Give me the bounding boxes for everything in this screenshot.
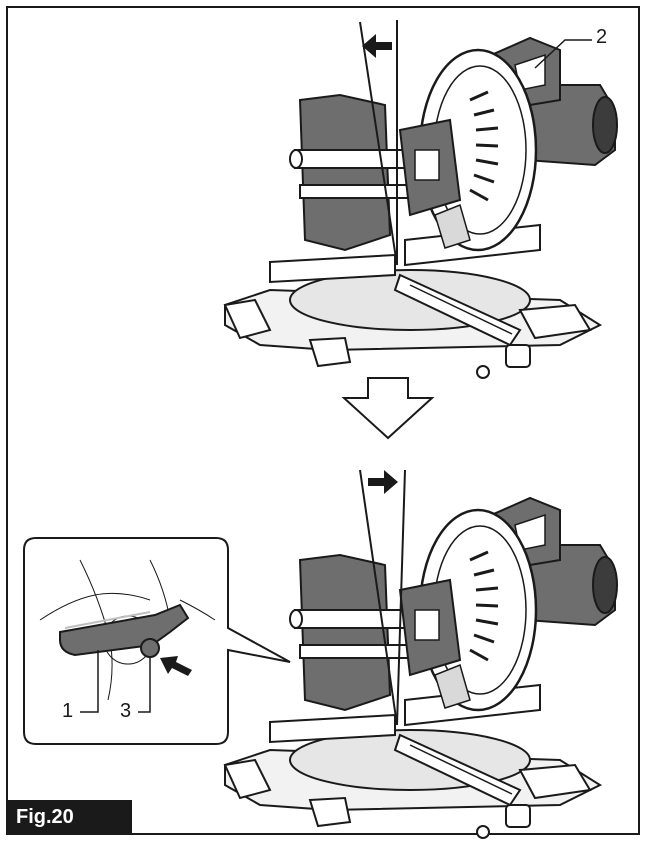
down-arrow-icon [341,377,435,440]
callout-2-leader [534,39,592,69]
miter-saw-top [223,36,619,380]
inset-detail [23,537,291,745]
arrow-right-icon [368,470,398,494]
arrow-left-icon [362,34,392,58]
bevel-line-bottom-b [396,469,406,726]
callout-2: 2 [596,26,608,48]
callout-1: 1 [62,700,74,722]
figure-label: Fig.20 [8,800,132,834]
callout-3: 3 [120,700,132,722]
bevel-line-top-a [359,21,398,266]
bevel-line-bottom-a [359,469,398,726]
miter-saw-bottom [223,496,619,840]
